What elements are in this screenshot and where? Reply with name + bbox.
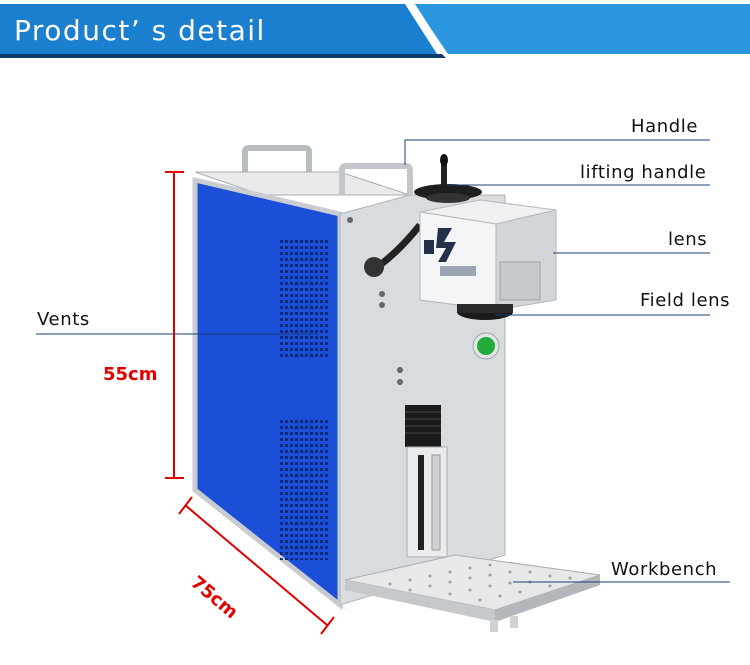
callout-lens: lens <box>668 229 708 250</box>
vents-lower <box>280 420 328 560</box>
callout-lifting-handle: lifting handle <box>580 162 707 183</box>
header-banner: Product’ s detail <box>0 0 750 58</box>
callout-line-handle <box>404 139 710 165</box>
dimension-lines <box>165 171 335 635</box>
callout-handle: Handle <box>631 116 699 137</box>
top-handle <box>242 145 312 178</box>
callout-field-lens: Field lens <box>640 290 731 311</box>
lift-column <box>406 446 448 558</box>
brand-logo <box>424 228 476 276</box>
depth-dimension-line <box>184 504 328 626</box>
vents-upper <box>280 240 328 360</box>
callout-lines <box>36 139 730 583</box>
page-title: Product’ s detail <box>14 14 266 47</box>
cable <box>377 222 423 268</box>
callout-workbench: Workbench <box>611 559 718 580</box>
laser-head-front <box>419 211 497 311</box>
workbench-holes <box>388 563 572 602</box>
header-banner-shape <box>0 4 750 58</box>
front-handle <box>339 163 413 195</box>
callout-vents: Vents <box>37 309 90 330</box>
height-dimension-label: 55cm <box>103 364 158 385</box>
lifting-handle-shaft <box>441 160 447 190</box>
power-button <box>477 337 495 355</box>
